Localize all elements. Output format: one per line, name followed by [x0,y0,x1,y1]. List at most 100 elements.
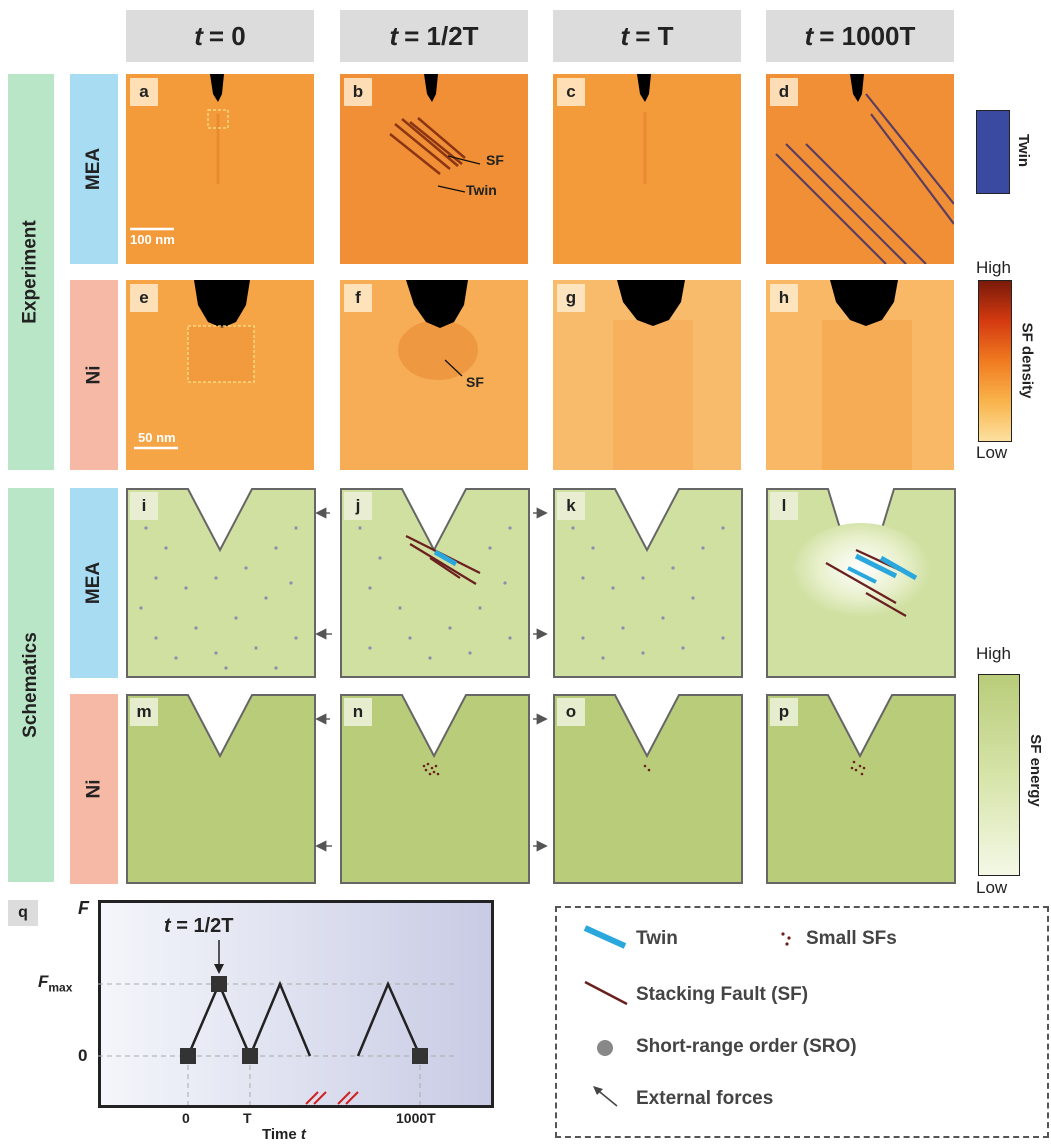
panel-e: e 50 nm [126,280,314,470]
material-band-mea-sch: MEA [70,488,118,678]
sro-dots [139,526,298,670]
column-var: t [620,20,630,51]
schematic [126,488,316,678]
column-header-1000t: t= 1000T [766,10,954,62]
column-header-half-t: t= 1/2T [340,10,528,62]
panel-c: c [553,74,741,264]
sf-energy-low: Low [976,878,1008,897]
annotation-twin: Twin [466,182,497,198]
panel-l: l [766,488,956,678]
panel-d: d [766,74,954,264]
schematic [766,694,956,884]
column-var: t [804,20,814,51]
column-value: = 1000T [819,20,916,51]
legend-box [555,906,1049,1138]
panel-h: h [766,280,954,470]
x-tick-t: T [243,1110,252,1126]
sf-energy-title: SF energy [1026,733,1044,807]
column-header-t: t= T [553,10,741,62]
material-band-ni-sch: Ni [70,694,118,884]
sf-density-high: High [976,258,1011,277]
legend-twin-icon [583,925,627,949]
column-var: t [389,20,399,51]
panel-label: j [344,492,372,520]
panel-b: b SF Twin [340,74,528,264]
panel-i: i [126,488,316,678]
sf-energy-high: High [976,644,1011,663]
sf-energy-title-wrap: SF energy [1022,710,1048,830]
x-axis-var: t [300,1126,306,1143]
callout-half-t: t = 1/2T [164,915,234,938]
schematic [126,694,316,884]
panel-label: c [557,78,585,106]
panel-label: o [557,698,585,726]
legend-sro-icon [597,1040,613,1056]
panel-label: k [557,492,585,520]
y-tick-fmax: Fmax [38,972,72,994]
group-band-experiment: Experiment [8,74,54,470]
fmax-symbol: F [38,972,49,991]
panel-n: n [340,694,530,884]
y-axis-label: F [78,898,89,918]
callout-var: t [164,915,171,937]
panel-label: f [344,284,372,312]
schematic [553,694,743,884]
panel-m: m [126,694,316,884]
column-var: t [194,20,203,51]
fmax-subscript: max [48,980,73,995]
panel-label: l [770,492,798,520]
x-tick-0: 0 [182,1110,190,1126]
sf-density-title-wrap: SF density [1014,300,1040,420]
sf-density-title: SF density [1018,322,1036,398]
panel-label: n [344,698,372,726]
panel-k: k [553,488,743,678]
panel-label: e [130,284,158,312]
panel-label: d [770,78,798,106]
twin-colorbar-title: Twin [1015,133,1033,167]
legend-sro: Short-range order (SRO) [636,1036,857,1057]
legend-sf-icon [584,980,628,1006]
twin-colorbar [976,110,1010,194]
force-plot [98,900,494,1108]
schematic [766,488,956,678]
legend-symbols [583,925,791,1107]
micrograph [340,74,528,264]
panel-p: p [766,694,956,884]
legend-external-forces: External forces [636,1088,774,1109]
column-value: = 1/2T [404,20,479,51]
panel-label: p [770,698,798,726]
legend-small-sfs: Small SFs [806,928,897,949]
sf-energy-colorbar [978,674,1020,876]
legend-small-sf-icon [781,932,791,946]
schematic [553,488,743,678]
material-band-ni-exp: Ni [70,280,118,470]
x-tick-1000t: 1000T [396,1110,436,1126]
twin-colorbar-title-wrap: Twin [1012,120,1036,180]
x-axis-word: Time [262,1126,297,1143]
material-band-mea-exp: MEA [70,74,118,264]
scalebar-label: 100 nm [130,232,175,247]
column-value: = T [635,20,674,51]
column-header-t0: t= 0 [126,10,314,62]
annotation-sf-f: SF [466,374,484,390]
panel-label: a [130,78,158,106]
panel-label: h [770,284,798,312]
scalebar-label: 50 nm [138,430,176,445]
force-plot-curve [98,940,458,1105]
annotation-sf: SF [486,152,504,168]
legend-stacking-fault: Stacking Fault (SF) [636,984,809,1005]
panel-label: i [130,492,158,520]
panel-j: j [340,488,530,678]
schematic [340,694,530,884]
panel-g: g [553,280,741,470]
panel-a: a 100 nm [126,74,314,264]
micrograph [553,280,741,470]
panel-o: o [553,694,743,884]
panel-label: g [557,284,585,312]
column-value: = 0 [208,20,246,51]
panel-f: f SF [340,280,528,470]
panel-label: m [130,698,158,726]
legend-twin: Twin [636,928,678,949]
group-band-schematics: Schematics [8,488,54,882]
